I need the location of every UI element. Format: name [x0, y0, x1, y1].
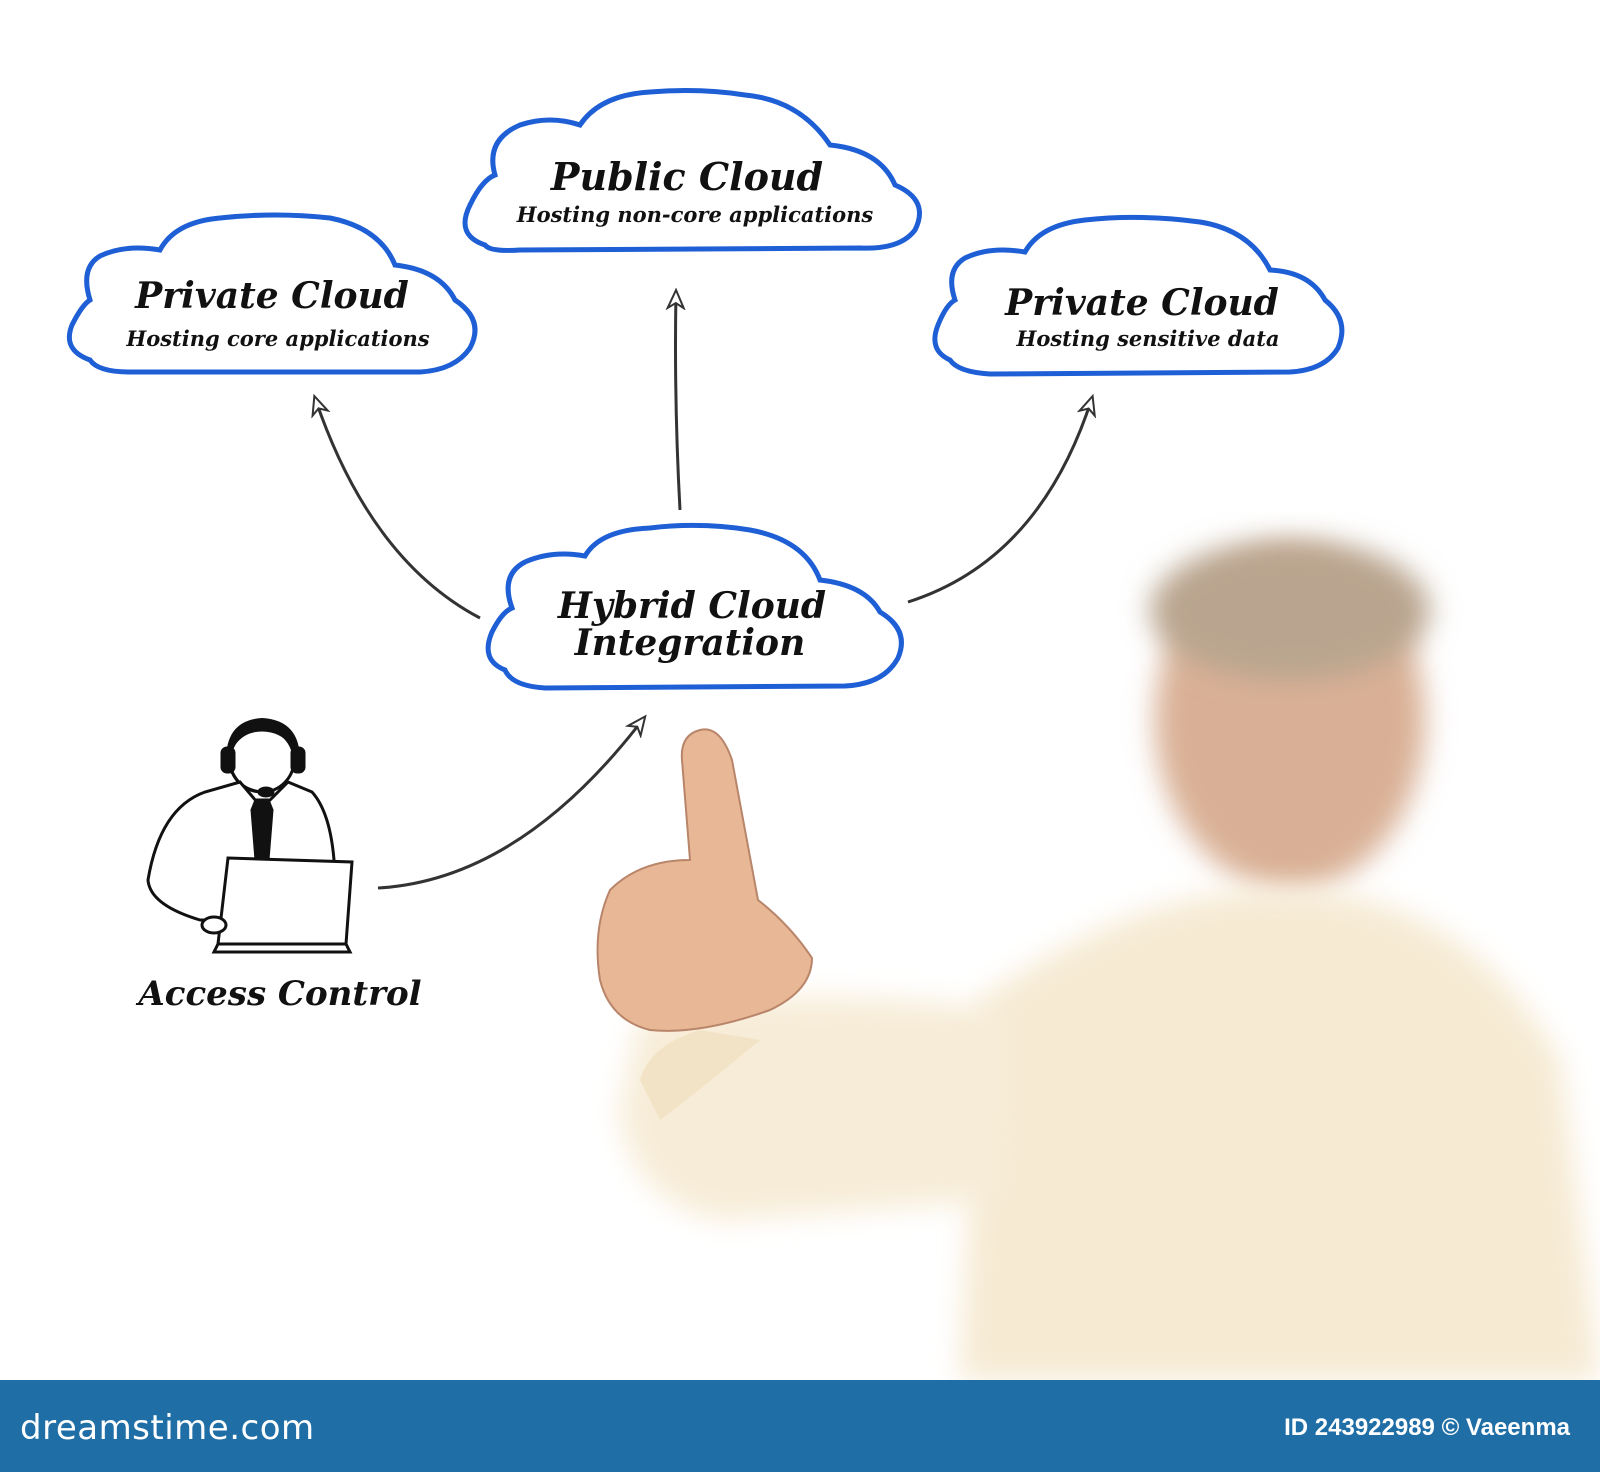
- public-cloud-subtitle: Hosting non-core applications: [516, 202, 874, 227]
- private-cloud-right: Private Cloud Hosting sensitive data: [932, 214, 1345, 377]
- private-cloud-left: Private Cloud Hosting core applications: [66, 212, 478, 375]
- public-cloud-title: Public Cloud: [550, 154, 823, 199]
- private-cloud-left-subtitle: Hosting core applications: [125, 326, 429, 351]
- arrow-to-private-cloud-left: [315, 398, 481, 620]
- diagram-scene: Public Cloud Hosting non-core applicatio…: [66, 88, 1600, 1380]
- operator-with-headset-and-laptop-icon: [146, 717, 354, 954]
- hybrid-cloud-title-line2: Integration: [574, 622, 806, 664]
- hybrid-cloud-title-line1: Hybrid Cloud: [557, 585, 826, 627]
- footer-logo[interactable]: dreamstime.com: [20, 1408, 315, 1448]
- arrow-to-public-cloud: [676, 292, 681, 511]
- pointing-hand: [596, 728, 814, 1120]
- footer-image-id: ID 243922989 © Vaeenma: [1284, 1414, 1570, 1441]
- public-cloud: Public Cloud Hosting non-core applicatio…: [462, 88, 922, 253]
- private-cloud-right-subtitle: Hosting sensitive data: [1015, 326, 1279, 351]
- arrow-to-private-cloud-right: [907, 398, 1092, 604]
- arrow-access-to-hybrid: [377, 718, 644, 890]
- private-cloud-left-title: Private Cloud: [134, 275, 409, 317]
- access-control-label: Access Control: [135, 974, 421, 1014]
- footer-bar: dreamstime.com ID 243922989 © Vaeenma: [0, 1380, 1600, 1472]
- arrows: [315, 292, 1092, 890]
- private-cloud-right-title: Private Cloud: [1004, 282, 1279, 324]
- hybrid-cloud: Hybrid Cloud Integration: [485, 522, 904, 691]
